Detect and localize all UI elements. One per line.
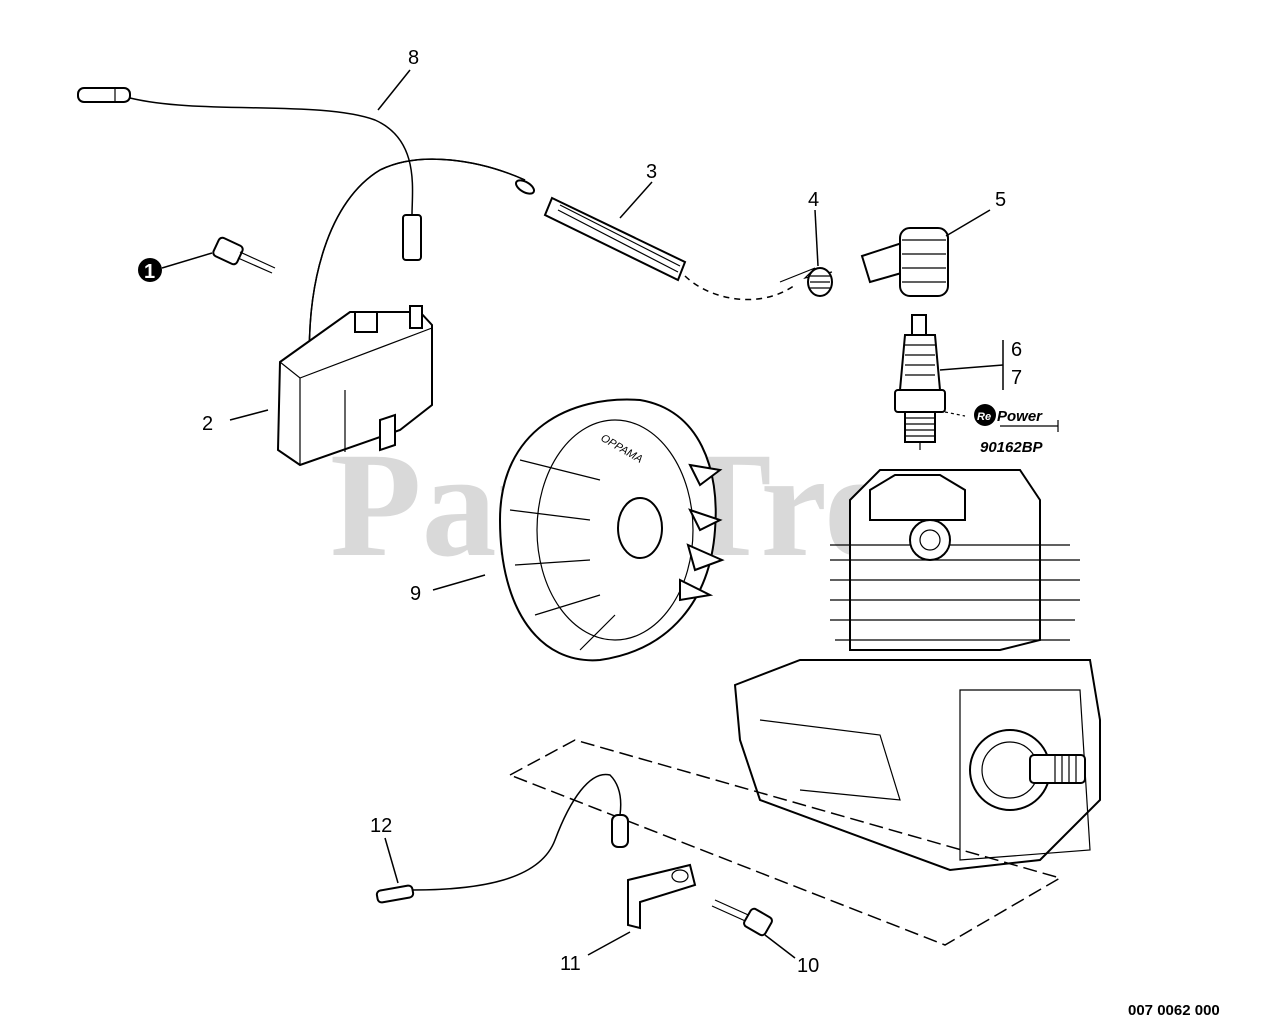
engine-cylinder-crankcase bbox=[733, 469, 1101, 872]
callout-1-badge bbox=[138, 258, 162, 282]
part-3-sleeve[interactable] bbox=[543, 196, 687, 282]
callout-2[interactable]: 2 bbox=[202, 413, 213, 435]
callout-8[interactable]: 8 bbox=[408, 47, 419, 69]
callout-6[interactable]: 6 bbox=[1011, 339, 1022, 361]
part-1-bolt[interactable] bbox=[212, 236, 276, 274]
part-2-ignition-coil[interactable] bbox=[276, 158, 536, 467]
part-6-7-spark-plug[interactable] bbox=[894, 314, 946, 450]
callout-10[interactable]: 10 bbox=[797, 955, 819, 977]
part-11-bracket[interactable] bbox=[627, 863, 697, 930]
callout-3[interactable]: 3 bbox=[646, 161, 657, 183]
part-9-flywheel[interactable]: OPPAMA bbox=[498, 398, 725, 662]
callout-7[interactable]: 7 bbox=[1011, 367, 1022, 389]
callout-9[interactable]: 9 bbox=[410, 583, 421, 605]
repower-badge[interactable]: Re Power 90162BP bbox=[944, 404, 1059, 456]
repower-brand-power: Power bbox=[997, 408, 1043, 425]
part-10-screw[interactable] bbox=[711, 899, 773, 937]
repower-part-number: 90162BP bbox=[980, 439, 1044, 456]
part-12-lead-wire[interactable] bbox=[375, 773, 629, 904]
repower-brand-re: Re bbox=[977, 411, 991, 423]
repower-logo-icon bbox=[974, 404, 996, 426]
part-5-plug-cap[interactable] bbox=[860, 227, 949, 297]
callout-12[interactable]: 12 bbox=[370, 815, 392, 837]
callout-5[interactable]: 5 bbox=[995, 189, 1006, 211]
callout-1[interactable]: 1 bbox=[144, 261, 155, 283]
part-4-spring[interactable] bbox=[779, 267, 833, 297]
callout-4[interactable]: 4 bbox=[808, 189, 819, 211]
part-8-ground-wire[interactable] bbox=[77, 87, 422, 261]
leader-lines bbox=[161, 69, 1004, 959]
figure-number: 007 0062 000 bbox=[1128, 1002, 1220, 1019]
callout-11[interactable]: 11 bbox=[560, 953, 581, 975]
